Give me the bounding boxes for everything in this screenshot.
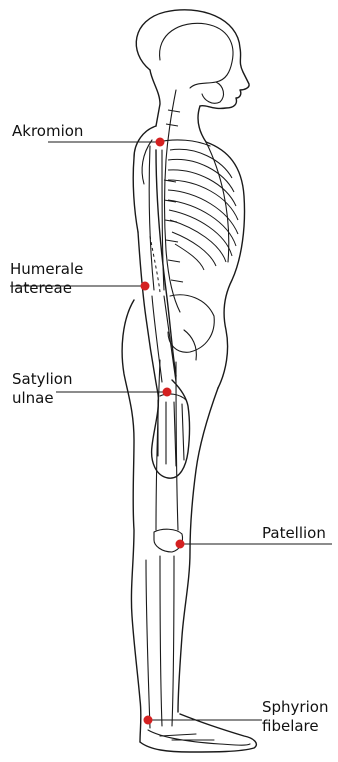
patellion-label: Patellion (262, 524, 326, 542)
humerale-point (141, 282, 150, 291)
akromion-point (156, 138, 165, 147)
humerale-label-line2: latereae (10, 279, 72, 297)
sphyrion-label-line2: fibelare (262, 717, 319, 735)
landmark-labels: Akromion Humerale latereae Satylion ulna… (10, 122, 333, 735)
ribcage (168, 142, 238, 270)
satylion-label-line2: ulnae (12, 389, 54, 407)
akromion-label: Akromion (12, 122, 83, 140)
hand-bones (158, 394, 186, 466)
body-outline (122, 10, 256, 752)
humerale-label: Humerale latereae (10, 260, 88, 297)
skeleton (142, 23, 250, 745)
sphyrion-label: Sphyrion fibelare (262, 698, 333, 735)
sphyrion-point (144, 716, 153, 725)
satylion-point (163, 388, 172, 397)
patellion-point (176, 540, 185, 549)
satylion-label: Satylion ulnae (12, 370, 77, 407)
leaders (10, 142, 332, 720)
